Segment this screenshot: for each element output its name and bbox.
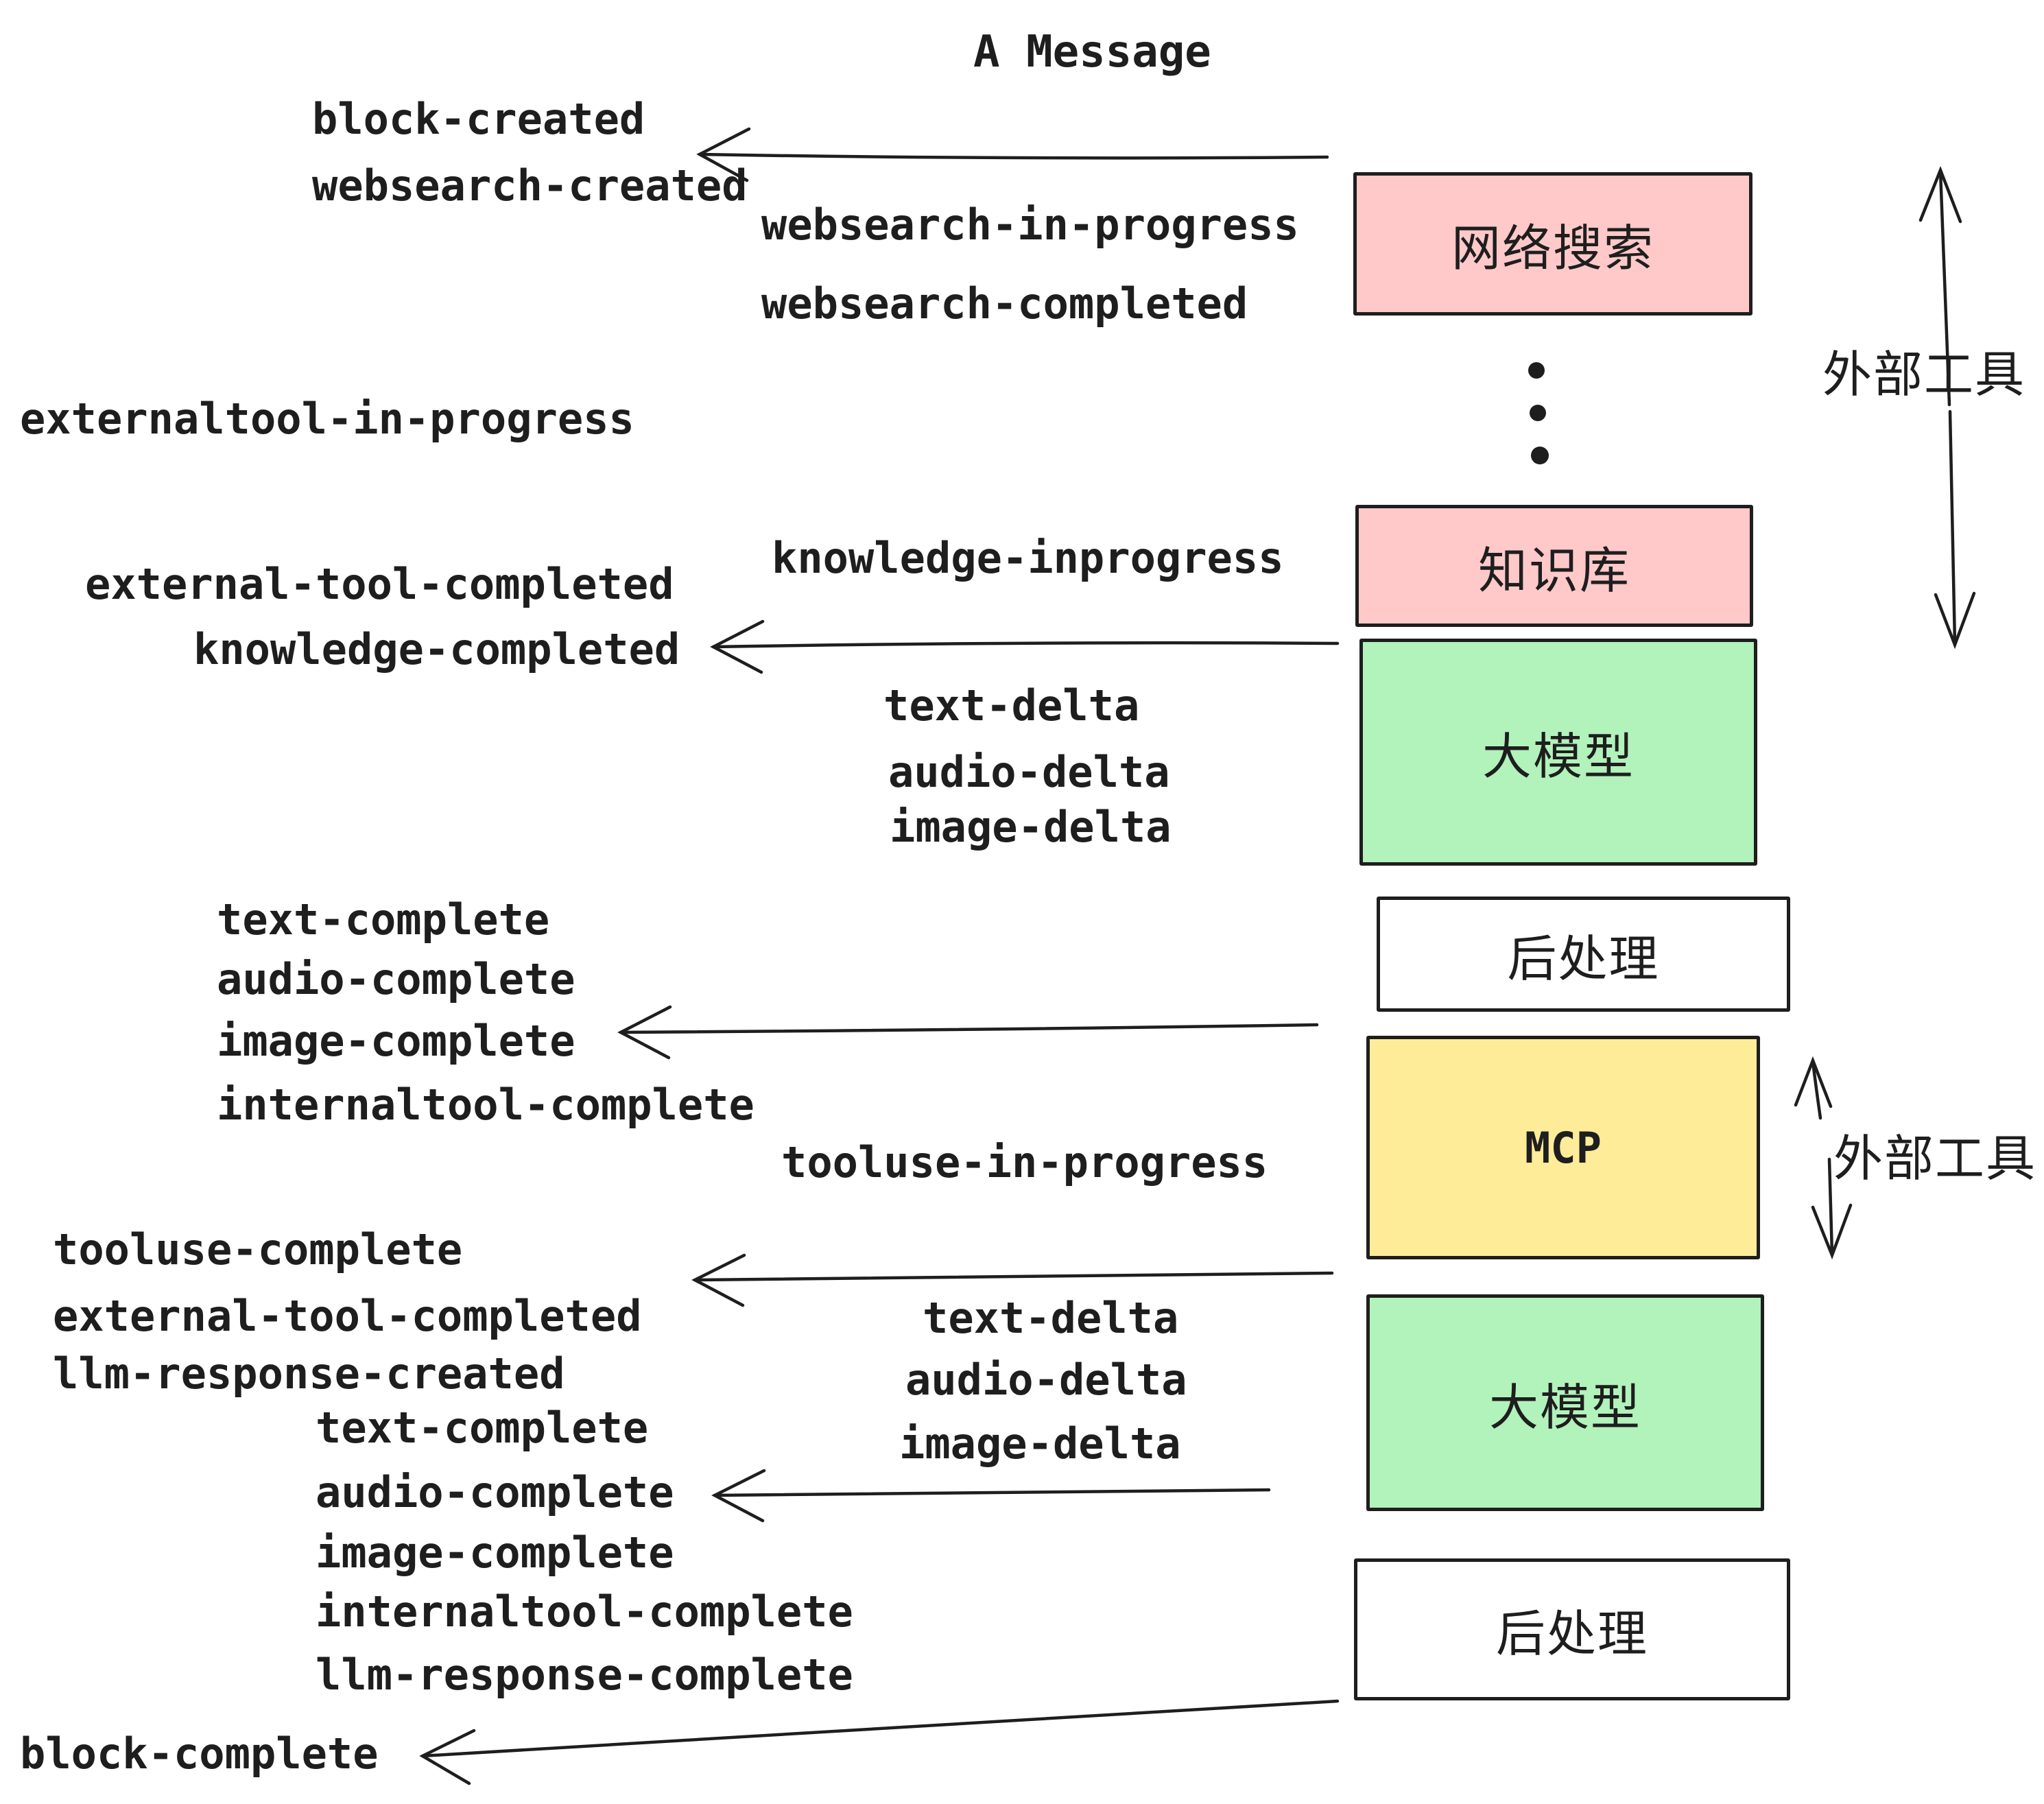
event-audio-delta-2: audio-delta	[905, 1355, 1187, 1405]
diagram-title: A Message	[973, 27, 1211, 78]
event-tooluse-complete: tooluse-complete	[53, 1224, 463, 1274]
event-text-complete-2: text-complete	[316, 1403, 649, 1453]
arrow-to-audio-complete	[711, 1469, 1271, 1523]
arrow-to-tooluse-complete	[691, 1253, 1334, 1307]
external-tools-span-arrow	[1918, 165, 1976, 650]
arrow-to-block-complete	[419, 1699, 1340, 1785]
mcp-span-arrow	[1794, 1056, 1853, 1260]
box-knowledge-base-label: 知识库	[1477, 541, 1630, 600]
arrow-to-knowledge-completed	[710, 619, 1340, 674]
event-external-tool-completed-2: external-tool-completed	[53, 1291, 642, 1341]
external-tools-annotation-top: 外部工具	[1822, 346, 2026, 403]
event-block-complete: block-complete	[20, 1729, 379, 1779]
box-websearch: 网络搜索	[1353, 172, 1752, 316]
arrow-to-block-created	[696, 127, 1329, 182]
event-external-tool-completed-1: external-tool-completed	[85, 559, 674, 609]
event-internaltool-complete-2: internaltool-complete	[316, 1587, 853, 1637]
box-llm-1: 大模型	[1359, 639, 1757, 866]
box-postprocess-1: 后处理	[1377, 897, 1790, 1012]
event-knowledge-completed: knowledge-completed	[193, 624, 680, 674]
event-image-complete-1: image-complete	[217, 1016, 575, 1066]
event-audio-delta-1: audio-delta	[888, 747, 1170, 797]
event-audio-complete-1: audio-complete	[217, 954, 575, 1004]
event-image-complete-2: image-complete	[316, 1528, 674, 1578]
ellipsis-dots	[1528, 362, 1549, 464]
event-knowledge-inprogress: knowledge-inprogress	[772, 533, 1284, 583]
event-llm-response-complete: llm-response-complete	[316, 1650, 853, 1700]
event-text-delta-1: text-delta	[883, 680, 1140, 731]
box-websearch-label: 网络搜索	[1451, 219, 1654, 277]
event-image-delta-1: image-delta	[890, 802, 1172, 852]
event-text-delta-2: text-delta	[923, 1293, 1179, 1343]
box-postprocess-1-label: 后处理	[1507, 929, 1660, 988]
box-mcp: MCP	[1366, 1036, 1760, 1259]
event-block-created: block-created	[312, 94, 645, 144]
event-tooluse-in-progress: tooluse-in-progress	[781, 1137, 1268, 1187]
box-knowledge-base: 知识库	[1355, 505, 1753, 627]
box-postprocess-2: 后处理	[1354, 1558, 1790, 1700]
event-internaltool-complete-1: internaltool-complete	[217, 1080, 754, 1130]
event-websearch-completed: websearch-completed	[761, 278, 1248, 329]
external-tools-annotation-mcp: 外部工具	[1833, 1130, 2037, 1187]
box-postprocess-2-label: 后处理	[1495, 1605, 1648, 1663]
event-audio-complete-2: audio-complete	[316, 1467, 674, 1517]
box-mcp-label: MCP	[1525, 1122, 1602, 1173]
event-websearch-in-progress: websearch-in-progress	[761, 200, 1299, 250]
event-externaltool-in-progress: externaltool-in-progress	[20, 394, 634, 444]
box-llm-2-label: 大模型	[1488, 1378, 1641, 1436]
box-llm-1-label: 大模型	[1482, 728, 1635, 785]
arrow-to-image-complete	[617, 1005, 1319, 1060]
event-websearch-created: websearch-created	[312, 161, 748, 211]
event-text-complete-1: text-complete	[217, 894, 550, 945]
box-llm-2: 大模型	[1366, 1294, 1764, 1511]
event-image-delta-2: image-delta	[899, 1419, 1181, 1469]
event-llm-response-created: llm-response-created	[53, 1349, 565, 1399]
